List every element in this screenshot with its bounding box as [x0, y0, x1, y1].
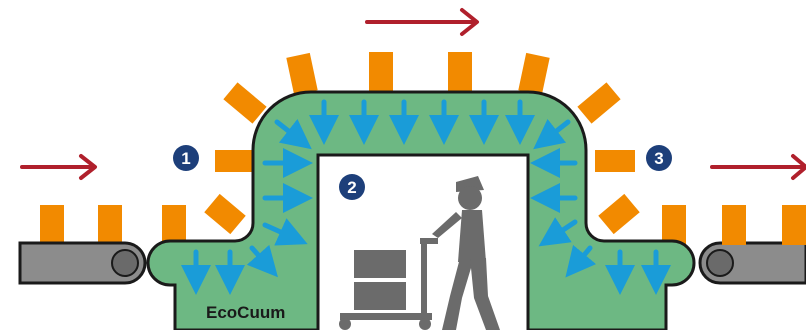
block	[577, 82, 621, 124]
block	[223, 82, 267, 124]
diagonal-arrow-icon	[533, 118, 571, 150]
cap	[456, 176, 484, 192]
block	[369, 52, 393, 92]
roller-icon	[111, 249, 139, 277]
block	[204, 193, 246, 235]
block	[518, 52, 550, 96]
step-number: 1	[181, 149, 190, 168]
roller-icon	[706, 249, 734, 277]
leg	[470, 258, 500, 330]
right-conveyor-belt	[698, 241, 806, 285]
block	[595, 150, 635, 172]
cart-platform	[340, 313, 432, 320]
block	[98, 205, 122, 245]
person-with-hand-truck-icon	[339, 176, 500, 330]
block	[40, 205, 64, 245]
wheel	[339, 318, 351, 330]
wheel	[419, 318, 431, 330]
leg	[442, 258, 474, 330]
diagonal-arrow-icon	[538, 217, 578, 247]
right-conveyor-blocks	[722, 205, 806, 245]
torso	[458, 210, 486, 262]
flow-direction-arrows	[20, 8, 806, 180]
block	[722, 205, 746, 245]
step-badge-1: 1	[173, 145, 199, 171]
block	[448, 52, 472, 92]
circled-number-2	[339, 174, 365, 200]
box	[354, 282, 406, 310]
step-number: 2	[347, 178, 356, 197]
step-badge-3: 3	[646, 145, 672, 171]
block	[286, 52, 318, 96]
diagonal-arrow-icon	[565, 244, 597, 278]
air-flow-arrows	[181, 99, 671, 295]
block	[782, 205, 806, 245]
diagonal-arrow-icon	[274, 118, 312, 150]
head	[458, 186, 482, 210]
right-arrow-icon	[20, 154, 97, 180]
box	[354, 250, 406, 278]
circled-number-3	[646, 145, 672, 171]
step-number: 3	[654, 149, 663, 168]
block	[598, 193, 640, 235]
conveyor-belt-icon	[18, 241, 147, 285]
diagonal-arrow-icon	[262, 218, 308, 246]
tunnel-heat-blocks	[162, 52, 686, 247]
circled-number-1	[173, 145, 199, 171]
right-arrow-icon	[365, 8, 479, 36]
left-conveyor-blocks	[40, 205, 122, 245]
arm	[432, 212, 462, 238]
right-arrow-icon	[710, 154, 806, 180]
step-badge-2: 2	[339, 174, 365, 200]
block	[215, 150, 255, 172]
brand-label: EcoCuum	[206, 303, 285, 322]
left-conveyor-belt	[18, 241, 147, 285]
cart-handle	[421, 242, 427, 316]
diagonal-arrow-icon	[246, 244, 278, 278]
cart-grip	[420, 238, 438, 244]
